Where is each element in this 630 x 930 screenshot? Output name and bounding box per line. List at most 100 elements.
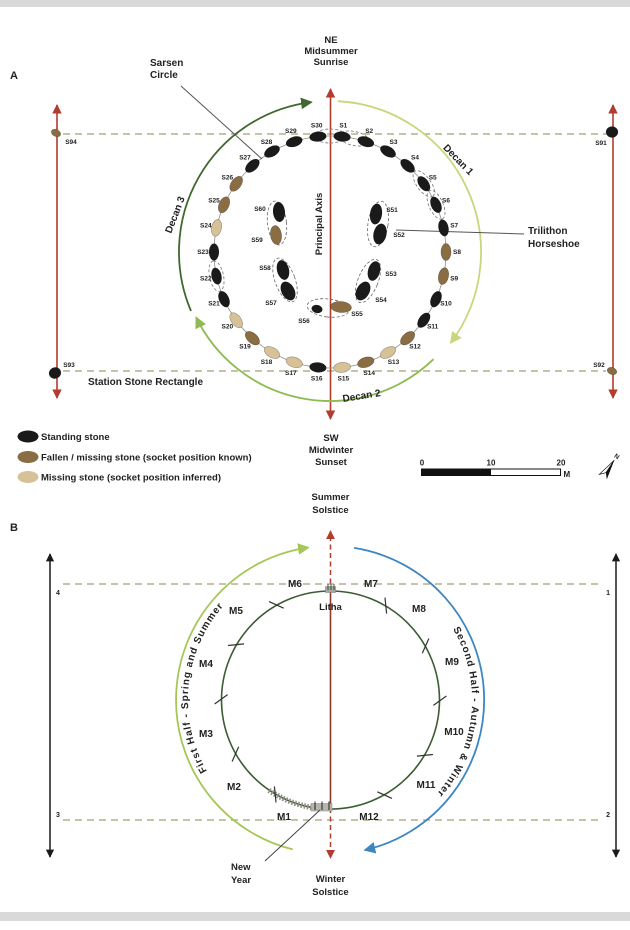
trilithon-pair-outline (272, 257, 298, 303)
compass-n-label: N (613, 453, 621, 462)
sarsen-stone-s26 (229, 176, 243, 192)
station-stone-s93 (48, 367, 62, 379)
station-stone-s92 (606, 367, 618, 375)
axis-ne-line2: Midsummer (304, 46, 358, 57)
corner-4: 4 (56, 590, 60, 597)
corner-3: 3 (56, 812, 60, 819)
month-label-m12: M12 (359, 812, 379, 823)
legend-swatch-fallen (17, 451, 39, 463)
sarsen-stone-s30 (309, 131, 327, 142)
month-label-m5: M5 (229, 606, 243, 617)
sarsen-stone-s14 (357, 356, 375, 369)
page-top-bar (0, 0, 630, 7)
summer-solstice-line2: Solstice (312, 505, 348, 516)
sarsen-circle-label-2: Circle (150, 70, 178, 81)
axis-sw-line2: Midwinter (309, 445, 354, 456)
decan-2-label: Decan 2 (342, 388, 382, 405)
sarsen-stone-s18 (263, 346, 281, 359)
trilithon-stone-s57 (280, 281, 296, 301)
sarsen-stone-s9 (437, 267, 450, 285)
first-half-arc (175, 543, 310, 851)
new-year-leader (264, 809, 321, 862)
decan-1-arc (337, 100, 482, 344)
sarsen-stone-s24 (210, 219, 223, 237)
decan-2-arc (195, 316, 435, 402)
station-stone-label-s91: S91 (595, 140, 607, 147)
trilithon-stone-label-s56: S56 (298, 318, 310, 325)
sarsen-stone-s17 (285, 356, 303, 369)
trilithon-pair-outline (367, 200, 389, 248)
scale-tick-0: 0 (420, 459, 425, 468)
trilithon-stone-s53 (367, 261, 381, 281)
station-stone-label-s93: S93 (63, 362, 75, 369)
sarsen-stone-s13 (379, 346, 397, 359)
trilithon-leader (395, 229, 525, 235)
trilithon-stone-s54 (355, 281, 371, 301)
month-label-m3: M3 (199, 729, 213, 740)
trilithon-stone-label-s59: S59 (251, 237, 263, 244)
sarsen-stone-s1 (333, 131, 351, 142)
axis-ne-line1: NE (324, 35, 337, 46)
stone-labels: S1S2S3S4S5S6S7S8S9S10S11S12S13S14S15S16S… (63, 123, 607, 383)
north-arrow-icon: N (598, 453, 621, 480)
sarsen-stone-label-s20: S20 (222, 324, 234, 331)
sarsen-stone-label-s5: S5 (429, 174, 437, 181)
trilithon-stone-label-s53: S53 (385, 271, 397, 278)
month-label-m11: M11 (417, 780, 436, 791)
principal-axis-label: Principal Axis (314, 193, 325, 255)
legend: Standing stone Fallen / missing stone (s… (17, 430, 252, 484)
legend-swatch-standing (17, 430, 39, 443)
sarsen-stone-label-s29: S29 (285, 128, 297, 135)
panel-b-label: B (10, 522, 18, 534)
sarsen-stone-s12 (400, 331, 416, 346)
trilithon-pair-outline (266, 200, 288, 246)
legend-label-standing: Standing stone (41, 432, 110, 443)
winter-solstice-line1: Winter (316, 874, 346, 885)
month-tick (377, 791, 393, 799)
trilithon-stone-s60 (272, 202, 286, 222)
month-label-m1: M1 (277, 812, 291, 823)
sarsen-stone-label-s13: S13 (388, 359, 400, 366)
sarsen-stone-label-s17: S17 (285, 370, 297, 377)
legend-swatch-missing (17, 471, 39, 483)
station-stone-label-s92: S92 (593, 362, 605, 369)
sarsen-circle-label-1: Sarsen (150, 58, 183, 69)
legend-label-missing: Missing stone (socket position inferred) (41, 473, 221, 484)
trilithon-label-2: Horseshoe (528, 239, 580, 250)
sarsen-stone-label-s8: S8 (453, 249, 461, 256)
sarsen-stone-s22 (211, 267, 222, 285)
sarsen-stone-label-s4: S4 (411, 155, 419, 162)
trilithon-stone-s58 (276, 260, 290, 280)
month-tick (433, 695, 447, 706)
sarsen-stone-label-s1: S1 (339, 123, 347, 130)
axis-sw-line3: Sunset (315, 457, 348, 468)
month-label-m4: M4 (199, 659, 213, 670)
lintel-outline (426, 189, 446, 220)
summer-solstice-line1: Summer (311, 492, 349, 503)
sarsen-stone-s28 (264, 145, 280, 158)
sarsen-stone-s27 (245, 159, 260, 173)
corner-1: 1 (606, 590, 610, 597)
compass-needle-dark (605, 460, 615, 480)
lintel-dashed-outlines (208, 128, 446, 292)
sarsen-stone-s5 (417, 176, 431, 192)
month-tick (416, 753, 433, 757)
sarsen-stone-label-s11: S11 (427, 324, 439, 331)
month-tick (268, 601, 284, 609)
panel-a: A NE Midsummer Sunrise Principal Axis De… (10, 35, 621, 484)
sarsen-stone-s29 (285, 136, 303, 148)
first-half-label: First Half - Spring and Summer (180, 600, 226, 775)
sarsen-stones (209, 131, 452, 373)
sarsen-stone-s20 (229, 312, 243, 328)
sarsen-stone-s6 (430, 196, 442, 213)
sarsen-stone-s7 (438, 219, 449, 237)
panel-b: B Summer Solstice 1 2 3 4 First Half - S… (10, 492, 621, 898)
sarsen-stone-s19 (244, 331, 260, 346)
lintel-outline (208, 260, 225, 292)
trilithon-stone-s55 (330, 301, 352, 313)
station-rectangle-label: Station Stone Rectangle (88, 377, 203, 388)
sarsen-stone-label-s15: S15 (338, 375, 350, 382)
month-tick (273, 786, 277, 803)
sarsen-circle-leader (180, 85, 263, 160)
